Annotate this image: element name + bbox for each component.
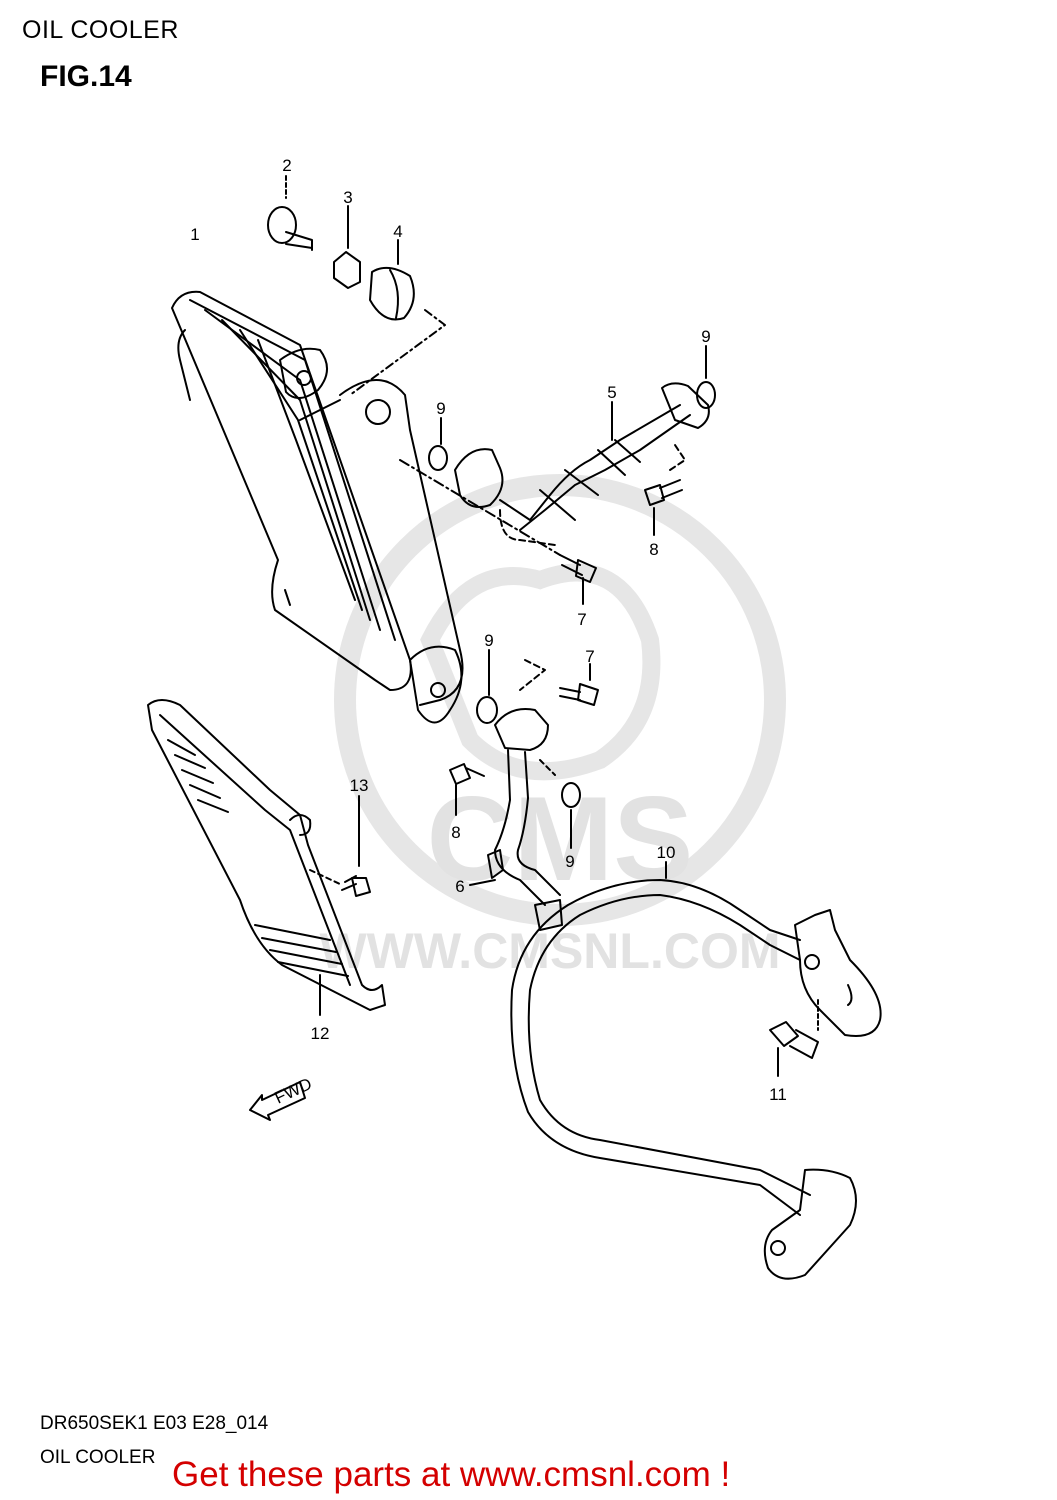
callout-8-lower: 8: [451, 823, 460, 842]
callout-9-upper-left: 9: [436, 399, 445, 418]
washer-part-9-lower: [561, 782, 581, 849]
forward-arrow-icon: [249, 1081, 306, 1121]
footer-title: OIL COOLER: [40, 1447, 156, 1468]
callout-3: 3: [343, 188, 352, 207]
callout-4: 4: [393, 222, 402, 241]
figure-number: FIG.14: [40, 60, 132, 93]
callout-2: 2: [282, 156, 291, 175]
watermark: CMS WWW.CMSNL.COM: [319, 474, 786, 979]
watermark-logo: CMS: [427, 772, 694, 906]
callout-13: 13: [350, 776, 369, 795]
callout-5: 5: [607, 383, 616, 402]
callout-12: 12: [311, 1024, 330, 1043]
model-code: DR650SEK1 E03 E28_014: [40, 1413, 269, 1434]
promo-link[interactable]: Get these parts at www.cmsnl.com !: [172, 1455, 731, 1494]
bolt-part-2: [267, 175, 313, 251]
bolt-part-8-upper: [644, 444, 686, 536]
callout-7-lower: 7: [585, 647, 594, 666]
callout-10: 10: [657, 843, 676, 862]
collar-part-3: [333, 205, 361, 289]
callout-8-upper: 8: [649, 540, 658, 559]
watermark-ring: [334, 474, 786, 926]
washer-part-9-upper-right: [696, 345, 716, 409]
bolt-part-8-lower: [449, 763, 485, 816]
guard-bar-part-10: [510, 861, 882, 1280]
callout-6: 6: [455, 877, 464, 896]
washer-part-9-middle: [476, 649, 498, 724]
callout-9-upper-right: 9: [701, 327, 710, 346]
bolt-part-7-lower: [519, 659, 599, 706]
oil-cooler-core: [171, 290, 464, 724]
page-title: OIL COOLER: [22, 16, 179, 44]
watermark-url: WWW.CMSNL.COM: [319, 923, 780, 979]
bolt-part-7-upper: [399, 459, 597, 605]
callout-9-lower: 9: [565, 852, 574, 871]
callout-7-upper: 7: [577, 610, 586, 629]
callout-1: 1: [190, 225, 199, 244]
bolt-part-13: [309, 795, 371, 897]
bolt-part-11: [769, 999, 819, 1077]
callout-9-middle: 9: [484, 631, 493, 650]
callout-11: 11: [769, 1085, 787, 1104]
oil-hose-part-6: [469, 708, 563, 931]
watermark-figure: [420, 563, 661, 781]
oil-hose-part-5: [454, 382, 710, 546]
grille-guard-part-12: [147, 699, 386, 1016]
washer-part-9-upper-left: [428, 417, 448, 471]
grommet-part-4: [349, 239, 446, 396]
